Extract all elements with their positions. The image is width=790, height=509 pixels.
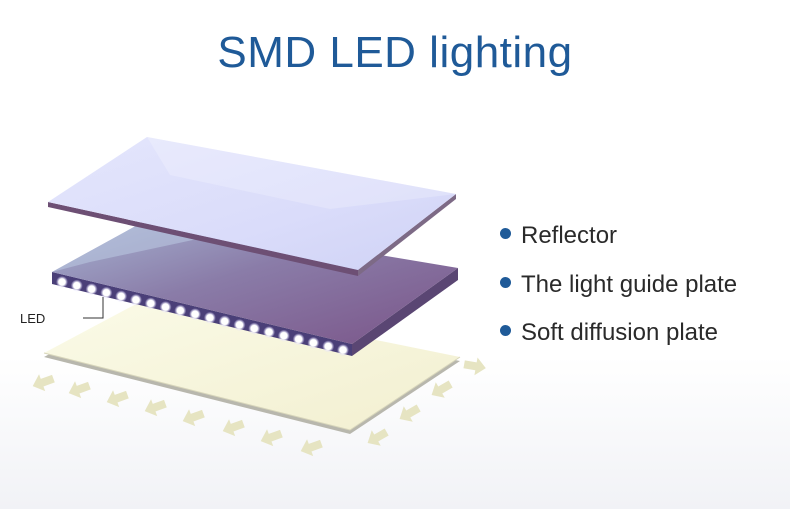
led-dot [147, 300, 154, 307]
led-dot [191, 311, 199, 318]
legend-item-light-guide-plate: The light guide plate [500, 271, 737, 320]
led-callout-line [83, 297, 104, 319]
arrow-icon [182, 409, 205, 427]
bullet-icon [500, 228, 511, 239]
bullet-icon [500, 276, 511, 288]
led-dot [325, 343, 332, 350]
led-dot [265, 328, 273, 336]
led-dot [117, 293, 125, 300]
diffusion-plate [43, 295, 461, 434]
led-dot [58, 278, 66, 286]
led-dot [73, 282, 80, 289]
arrow-icon [463, 357, 486, 376]
arrow-icon [367, 428, 389, 446]
page-title: SMD LED lighting [217, 28, 573, 77]
reflector-plate [48, 137, 456, 276]
light-emission-arrows [32, 357, 486, 457]
led-dot [221, 318, 228, 325]
led-strip [56, 276, 349, 356]
led-dot [310, 339, 317, 347]
legend-item-soft-diffusion-plate: Soft diffusion plate [500, 319, 737, 368]
arrow-icon [431, 380, 453, 398]
led-dot [339, 346, 347, 354]
arrow-icon [260, 429, 283, 447]
arrow-icon [399, 404, 421, 422]
led-label: LED [20, 311, 46, 326]
led-dot [162, 303, 169, 311]
led-dot [236, 321, 243, 329]
arrow-icon [32, 374, 55, 392]
arrow-icon [300, 439, 323, 457]
arrow-icon [68, 381, 91, 399]
legend-label: The light guide plate [521, 270, 738, 298]
legend: Reflector The light guide plate Soft dif… [500, 222, 737, 368]
arrow-icon [106, 390, 129, 408]
led-dot [251, 325, 258, 332]
arrow-icon [222, 419, 245, 437]
led-dot [132, 296, 140, 304]
led-dot [206, 314, 214, 321]
arrow-icon [144, 399, 167, 417]
legend-item-reflector: Reflector [500, 222, 737, 271]
led-dot [280, 332, 288, 339]
led-dot [177, 307, 184, 314]
led-dot [88, 285, 95, 293]
legend-label: Reflector [521, 222, 618, 249]
led-dot [103, 289, 110, 296]
bullet-icon [500, 325, 511, 336]
led-dot [295, 336, 302, 343]
legend-label: Soft diffusion plate [521, 319, 719, 346]
